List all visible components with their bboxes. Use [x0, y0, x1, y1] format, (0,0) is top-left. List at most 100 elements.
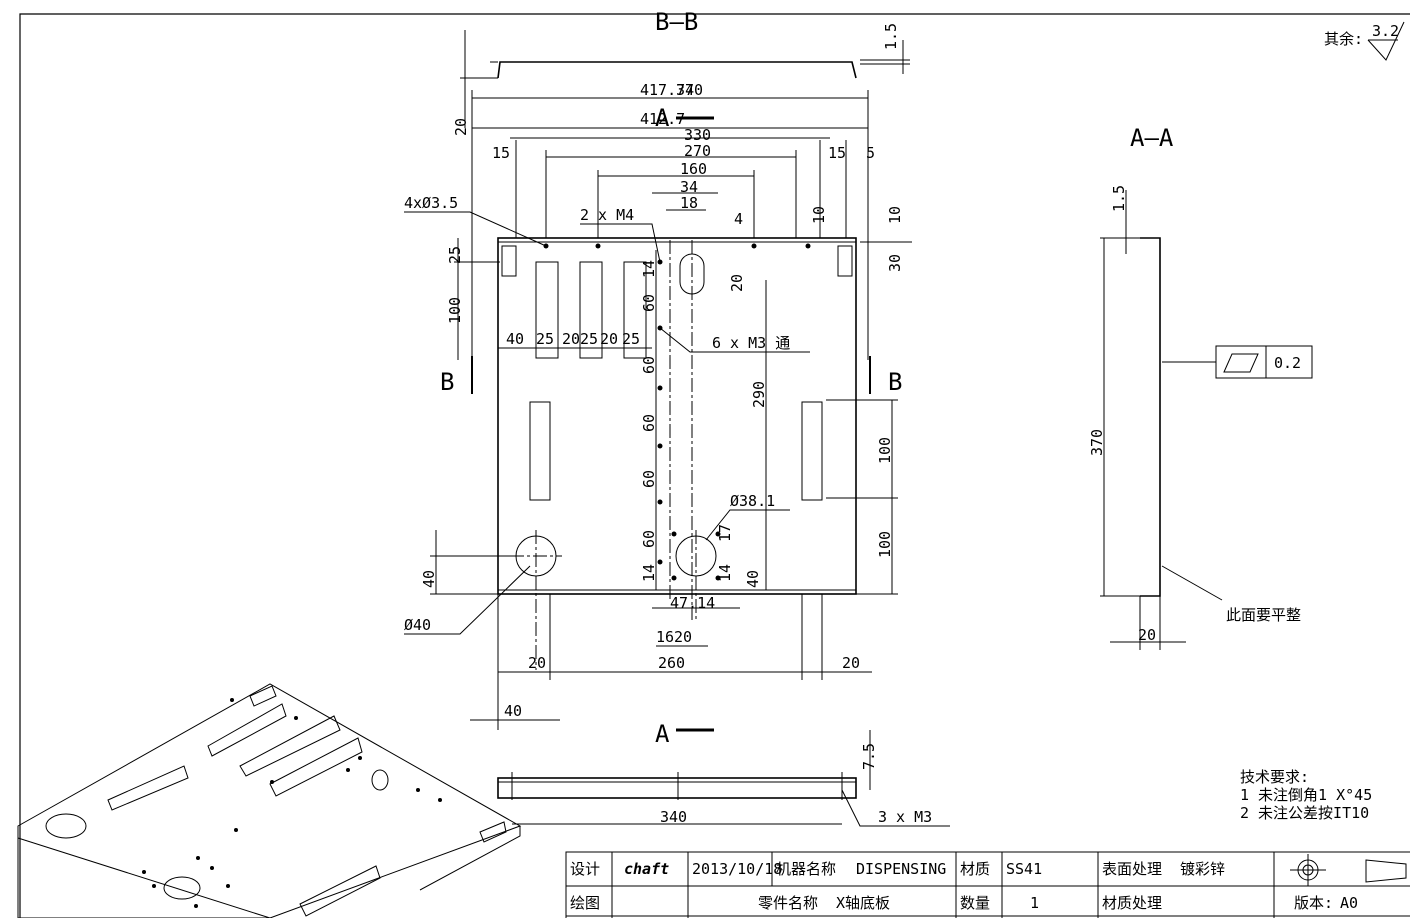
side-view: 340 7.5 3 x M3: [497, 730, 950, 827]
section-aa-title: A—A: [1130, 124, 1174, 152]
dim-25-v: 25: [446, 246, 464, 264]
callout-holes-small: 4xØ3.5: [404, 194, 458, 212]
flatness-note: 此面要平整: [1226, 606, 1301, 624]
dim-row-40: 40: [506, 330, 524, 348]
tb-part-name-label: 零件名称: [758, 894, 818, 912]
tech-title: 技术要求:: [1240, 768, 1309, 786]
dim-60-e: 60: [640, 530, 658, 548]
dim-60-b: 60: [640, 356, 658, 374]
section-bb-title: B—B: [655, 8, 698, 36]
dim-412: 412.7: [640, 110, 685, 128]
dim-417: 417.74: [640, 81, 694, 99]
surface-finish-value: 3.2: [1372, 22, 1399, 40]
sheet-border: [19, 13, 1410, 918]
dim-290: 290: [750, 381, 768, 408]
dim-14-bottom: 14: [640, 564, 658, 582]
section-aa-view: A—A 370 1.5 20 0.2 此面要平整: [1088, 124, 1313, 650]
dim-15-left: 15: [492, 144, 510, 162]
tb-quantity: 1: [1030, 894, 1039, 912]
dim-370: 370: [676, 81, 703, 99]
callout-dia-38: Ø38.1: [730, 492, 775, 510]
section-mark-a-top: A: [655, 104, 670, 132]
tb-drawer-label: 绘图: [570, 894, 600, 912]
title-block: [565, 851, 1410, 918]
dim-17: 17: [716, 524, 734, 542]
dim-15-right: 15: [828, 144, 846, 162]
dim-20-bottom: 20: [674, 628, 692, 646]
dim-100-v: 100: [446, 297, 464, 324]
dim-47: 47.14: [670, 594, 715, 612]
isometric-view: [17, 683, 522, 919]
callout-holes-m3: 6 x M3 通: [712, 334, 790, 352]
dim-5: 5: [866, 144, 875, 162]
dim-row-20a: 20: [562, 330, 580, 348]
dim-14-top: 14: [640, 260, 658, 278]
dim-14-mid: 14: [716, 564, 734, 582]
tech-line-2: 2 未注公差按IT10: [1240, 804, 1369, 822]
dim-100-right-a: 100: [876, 437, 894, 464]
surface-finish-symbol: 其余: 3.2: [1324, 21, 1405, 61]
dim-bb-thickness: 1.5: [882, 23, 900, 50]
technical-requirements: 技术要求: 1 未注倒角1 X°45 2 未注公差按IT10: [1240, 768, 1372, 822]
overall-dimensions: 417.74 370 412.7 A 330 270 160 34 18 4 1…: [471, 81, 875, 360]
dim-4: 4: [734, 210, 743, 228]
dim-40-mid: 40: [744, 570, 762, 588]
dim-330: 330: [684, 126, 711, 144]
dim-bb-flange: 20: [452, 118, 470, 136]
title-block-text: 设计 chaft 2013/10/18 机器名称 DISPENSING 材质 S…: [570, 860, 1358, 912]
dim-18: 18: [680, 194, 698, 212]
tb-material: SS41: [1006, 860, 1042, 878]
tb-designer-sign: chaft: [624, 860, 669, 878]
callout-holes-m4: 2 x M4: [580, 206, 634, 224]
dim-340: 340: [660, 808, 687, 826]
dim-30-v: 30: [886, 254, 904, 272]
tb-surface-label: 表面处理: [1102, 860, 1162, 878]
tb-designer-label: 设计: [570, 860, 600, 878]
dim-20-bl: 20: [528, 654, 546, 672]
dim-aa-370: 370: [1088, 429, 1106, 456]
dim-row-25c: 25: [622, 330, 640, 348]
callout-dia-40: Ø40: [404, 616, 431, 634]
tb-surface: 镀彩锌: [1180, 860, 1225, 878]
dim-40-left: 40: [420, 570, 438, 588]
main-plate-view: [497, 237, 857, 670]
dim-270: 270: [684, 142, 711, 160]
dim-260: 260: [658, 654, 685, 672]
plate-dimensions: 4xØ3.5 2 x M4 6 x M3 通 Ø38.1 Ø40 25 100 …: [404, 194, 912, 748]
tb-version-label: 版本:: [1294, 894, 1333, 912]
dim-60-d: 60: [640, 470, 658, 488]
tb-treatment-label: 材质处理: [1102, 894, 1162, 912]
tb-machine-name: DISPENSING: [856, 860, 946, 878]
tb-machine-label: 机器名称: [776, 860, 836, 878]
tech-line-1: 1 未注倒角1 X°45: [1240, 786, 1372, 804]
surface-finish-label: 其余:: [1324, 30, 1363, 48]
section-mark-b-right: B: [888, 368, 902, 396]
dim-row-20b: 20: [600, 330, 618, 348]
section-mark-b-left: B: [440, 368, 454, 396]
tb-part-name: X轴底板: [836, 894, 890, 912]
dim-60-c: 60: [640, 414, 658, 432]
tb-version: A0: [1340, 894, 1358, 912]
dim-100-right-b: 100: [876, 531, 894, 558]
dim-60-a: 60: [640, 294, 658, 312]
dim-34: 34: [680, 178, 698, 196]
dim-row-25b: 25: [580, 330, 598, 348]
section-mark-a-bottom: A: [655, 720, 670, 748]
dim-10-a: 10: [810, 206, 828, 224]
dim-20-oblong: 20: [728, 274, 746, 292]
dim-160: 160: [680, 160, 707, 178]
dim-16: 16: [656, 628, 674, 646]
dim-aa-1-5: 1.5: [1110, 185, 1128, 212]
dim-aa-20: 20: [1138, 626, 1156, 644]
flatness-tolerance-value: 0.2: [1274, 354, 1301, 372]
tb-date: 2013/10/18: [692, 860, 782, 878]
tb-material-label: 材质: [960, 860, 990, 878]
section-bb-view: B—B 1.5 20: [452, 8, 910, 136]
tb-quantity-label: 数量: [960, 894, 990, 912]
dim-20-br: 20: [842, 654, 860, 672]
dim-10-b: 10: [886, 206, 904, 224]
dim-row-25a: 25: [536, 330, 554, 348]
dim-40-bottom: 40: [504, 702, 522, 720]
